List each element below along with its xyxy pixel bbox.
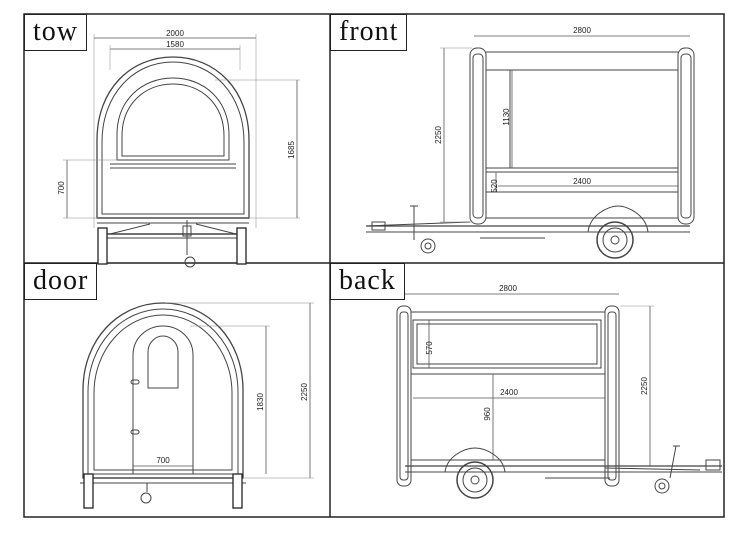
back-dim-overall-height: 2250 — [640, 377, 649, 395]
front-dim-height: 2250 — [434, 126, 443, 144]
back-view-label: back — [330, 263, 405, 300]
tow-dim-body-width: 1580 — [166, 40, 184, 49]
tow-dim-body-height: 1685 — [287, 141, 296, 159]
tow-dim-overall-width: 2000 — [166, 29, 184, 38]
back-dim-upper-height: 570 — [425, 341, 434, 355]
door-view — [80, 302, 314, 509]
back-dim-inner-length: 2400 — [500, 388, 518, 397]
tow-dim-lower-height: 700 — [57, 181, 66, 195]
door-dim-door-width: 700 — [156, 456, 170, 465]
back-view — [396, 293, 722, 499]
front-view-label: front — [330, 14, 408, 51]
front-dim-window-height: 1130 — [502, 108, 511, 126]
door-dim-door-height: 1830 — [256, 393, 265, 411]
front-dim-counter-height: 520 — [490, 179, 499, 193]
back-dim-lower-height: 960 — [483, 407, 492, 421]
front-view — [365, 35, 695, 259]
tow-view — [63, 34, 300, 268]
tow-view-label: tow — [24, 14, 87, 51]
door-dim-overall-height: 2250 — [300, 383, 309, 401]
door-view-label: door — [24, 263, 98, 300]
front-dim-length: 2800 — [573, 26, 591, 35]
back-dim-length: 2800 — [499, 284, 517, 293]
front-dim-counter-length: 2400 — [573, 177, 591, 186]
